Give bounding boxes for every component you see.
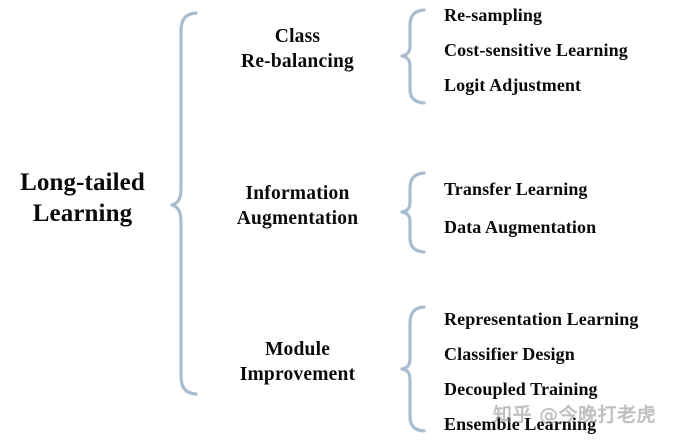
leaf-item: Re-sampling — [444, 5, 543, 25]
leaf-item: Classifier Design — [444, 344, 575, 364]
main-brace — [170, 11, 198, 396]
category-label-line-1: Class — [274, 26, 321, 47]
category-label-line-2: Re-balancing — [241, 50, 354, 72]
leaf-group-information-augmentation: Transfer Learning Data Augmentation — [444, 180, 689, 256]
root-node-line-2: Learning — [32, 199, 133, 227]
category-label-line-1: Module — [264, 339, 331, 360]
leaf-item: Ensemble Learning — [444, 414, 597, 434]
leaf-group-module-improvement: Representation Learning Classifier Desig… — [444, 310, 689, 440]
category-label-line-2: Augmentation — [236, 207, 359, 229]
category-label-line-1: Information — [245, 183, 350, 204]
leaf-item: Decoupled Training — [444, 379, 598, 399]
category-label-line-2: Improvement — [239, 363, 356, 385]
leaf-item: Logit Adjustment — [444, 75, 582, 95]
leaf-item: Cost-sensitive Learning — [444, 40, 628, 60]
branch-brace-class-rebalancing — [400, 8, 426, 105]
branch-brace-information-augmentation — [400, 171, 426, 254]
leaf-item: Representation Learning — [444, 309, 639, 329]
root-node-line-1: Long-tailed — [20, 169, 145, 196]
watermark-text: 知乎 @今晚打老虎 — [493, 404, 657, 426]
category-label-class-rebalancing: Class Re-balancing — [205, 25, 390, 75]
leaf-item: Data Augmentation — [444, 217, 597, 237]
leaf-group-class-rebalancing: Re-sampling Cost-sensitive Learning Logi… — [444, 6, 689, 111]
category-label-module-improvement: Module Improvement — [205, 338, 390, 388]
leaf-item: Transfer Learning — [444, 179, 588, 199]
branch-brace-module-improvement — [400, 305, 426, 433]
category-label-information-augmentation: Information Augmentation — [205, 182, 390, 232]
root-node-long-tailed-learning: Long-tailed Learning — [0, 168, 165, 229]
